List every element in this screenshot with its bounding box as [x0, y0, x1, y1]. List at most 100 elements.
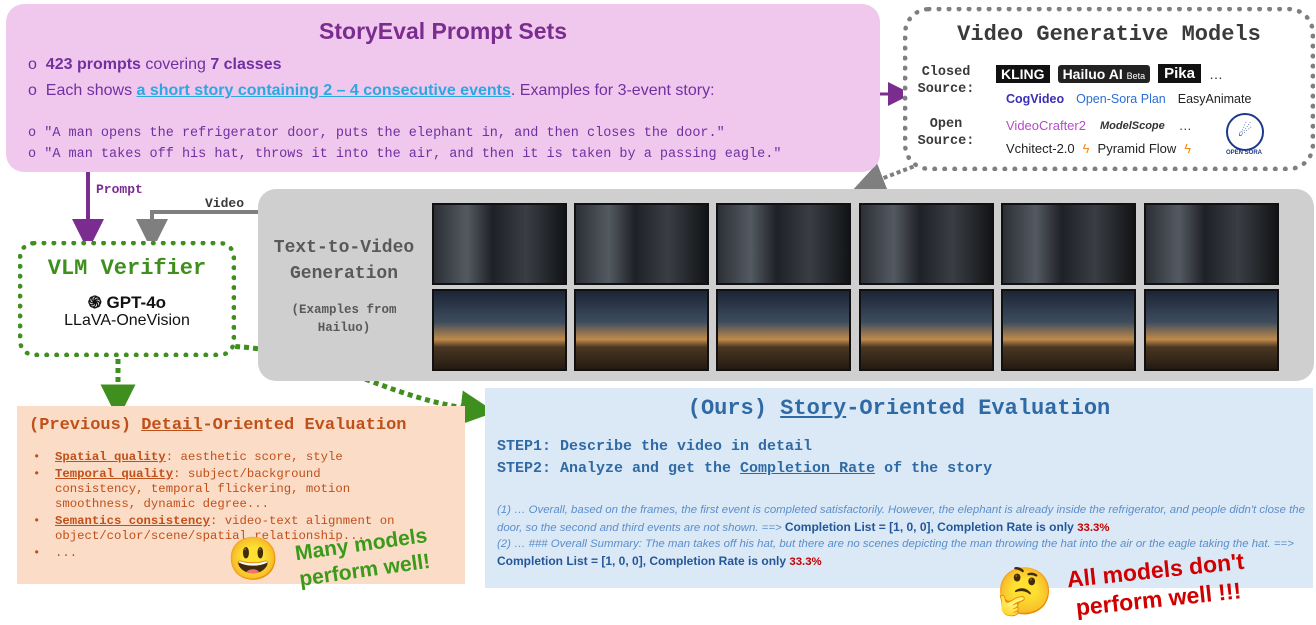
- previous-evaluation-panel: (Previous) Detail-Oriented Evaluation •S…: [17, 406, 465, 591]
- previous-criteria-list: •Spatial quality: aesthetic score, style…: [33, 450, 405, 561]
- hailuo-beta-label: Beta: [1126, 70, 1146, 81]
- open-sora-icon: ☄: [1226, 113, 1264, 151]
- prompt-arrow-label: Prompt: [96, 182, 143, 197]
- completion-rate-2: 33.3%: [789, 556, 822, 568]
- bullet-glyph: o: [28, 82, 37, 99]
- smiley-emoji-icon: 😃: [227, 535, 280, 582]
- previous-title-pre: (Previous): [29, 416, 142, 435]
- hailuo-logo: Hailuo AI Beta: [1057, 64, 1151, 83]
- fridge-frame-6: [1144, 203, 1279, 285]
- more-open-models: …: [1178, 118, 1192, 133]
- completion-rate-1: 33.3%: [1077, 522, 1110, 534]
- video-arrow: [136, 210, 258, 251]
- prompt-bullet-2-post: . Examples for 3-event story:: [510, 82, 715, 99]
- video-models-panel: Video Generative Models Closed Source: O…: [903, 7, 1315, 171]
- criterion-label: Temporal quality: [55, 467, 174, 481]
- example-analysis-1-text: (1) … Overall, based on the frames, the …: [497, 504, 1305, 534]
- short-story-link: a short story: [136, 82, 234, 99]
- t2v-subtitle: (Examples from Hailuo): [291, 303, 397, 335]
- eagle-frame-6: [1144, 289, 1279, 371]
- criterion-text: : aesthetic score, style: [165, 450, 343, 464]
- prompt-bullet-1: o 423 prompts covering 7 classes: [28, 56, 282, 74]
- prompt-bullet-2-pre: Each shows: [45, 82, 137, 99]
- open-sora-label: OPEN SORA: [1225, 150, 1262, 156]
- ours-evaluation-title: (Ours) Story-Oriented Evaluation: [485, 396, 1313, 421]
- cogvideo-logo: CogVideo: [1006, 92, 1065, 106]
- flame-icon: ϟ: [1184, 141, 1192, 156]
- fridge-frame-1: [432, 203, 567, 285]
- open-sora-plan-logo: Open-Sora Plan: [1076, 92, 1166, 106]
- ours-title-post: -Oriented Evaluation: [846, 396, 1111, 421]
- example-analysis-2: (2) … ### Overall Summary: The man takes…: [497, 536, 1305, 571]
- prompt-bullet-2: o Each shows a short story containing 2 …: [28, 82, 715, 100]
- closed-models-row-2: CogVideo Open-Sora Plan EasyAnimate: [1006, 92, 1251, 106]
- step-2-completion-rate: Completion Rate: [740, 460, 876, 477]
- thinking-emoji-icon: 🤔: [996, 565, 1054, 617]
- gpt4o-row: ֍ GPT-4o: [23, 290, 231, 313]
- criterion-label: Spatial quality: [55, 450, 166, 464]
- example-prompt-2-text: "A man takes off his hat, throws it into…: [44, 147, 782, 162]
- previous-evaluation-title: (Previous) Detail-Oriented Evaluation: [29, 416, 406, 435]
- bullet-glyph: o: [28, 147, 37, 162]
- kling-logo: KLING: [996, 64, 1050, 83]
- more-closed-models: …: [1208, 65, 1223, 82]
- eagle-frame-2: [574, 289, 709, 371]
- step-2-post: of the story: [875, 460, 993, 477]
- open-models-row-1: VideoCrafter2 ModelScope …: [1006, 118, 1192, 133]
- prompt-sets-panel: StoryEval Prompt Sets o 423 prompts cove…: [6, 4, 880, 172]
- prompt-bullet-1-text: covering: [140, 56, 211, 73]
- class-count: 7 classes: [210, 56, 282, 73]
- hailuo-label: Hailuo AI: [1062, 65, 1123, 82]
- pika-logo: Pika: [1158, 64, 1201, 83]
- fridge-frame-4: [859, 203, 994, 285]
- prompt-sets-title: StoryEval Prompt Sets: [319, 18, 567, 44]
- prompt-count: 423 prompts: [45, 56, 141, 73]
- video-arrow-label: Video: [205, 196, 244, 211]
- list-item: •Semantics consistency: video-text align…: [33, 514, 395, 543]
- ours-evaluation-panel: (Ours) Story-Oriented Evaluation STEP1: …: [485, 388, 1313, 588]
- previous-title-post: -Oriented Evaluation: [202, 416, 407, 435]
- list-item: •...: [33, 546, 78, 560]
- criterion-label: Semantics consistency: [55, 514, 210, 528]
- closed-models-row-1: KLING Hailuo AI Beta Pika …: [996, 64, 1223, 83]
- fridge-frame-5: [1001, 203, 1136, 285]
- video-models-title: Video Generative Models: [957, 22, 1261, 47]
- pyramid-flow-logo: Pyramid Flow: [1097, 141, 1177, 156]
- eagle-frame-4: [859, 289, 994, 371]
- list-item: •Spatial quality: aesthetic score, style: [33, 450, 343, 464]
- vlm-title: VLM Verifier: [47, 256, 207, 281]
- step-2-pre: STEP2: Analyze and get the: [497, 460, 741, 477]
- completion-list-1: Completion List = [1, 0, 0], Completion …: [784, 520, 1078, 534]
- t2v-title: Text-to-Video Generation: [273, 238, 415, 284]
- example-prompt-1-text: "A man opens the refrigerator door, puts…: [44, 126, 725, 141]
- example-analysis-2-text: (2) … ### Overall Summary: The man takes…: [497, 538, 1294, 550]
- videocrafter2-logo: VideoCrafter2: [1006, 118, 1086, 133]
- models-to-t2v-arrow: [853, 162, 921, 194]
- eagle-frame-5: [1001, 289, 1136, 371]
- criterion-text: ...: [55, 546, 78, 560]
- ours-title-story: Story: [780, 396, 847, 421]
- llava-label: LLaVA-OneVision: [64, 312, 190, 329]
- openai-icon: ֍: [87, 293, 102, 312]
- fridge-frame-2: [574, 203, 709, 285]
- open-source-label: Open Source:: [917, 117, 975, 149]
- completion-list-2: Completion List = [1, 0, 0], Completion …: [497, 554, 790, 568]
- step-2: STEP2: Analyze and get the Completion Ra…: [497, 460, 992, 477]
- fridge-frame-3: [716, 203, 851, 285]
- criterion-text: : subject/background consistency, tempor…: [55, 467, 351, 511]
- text-to-video-panel: Text-to-Video Generation (Examples from …: [258, 189, 1314, 381]
- example-prompt-1: o "A man opens the refrigerator door, pu…: [28, 126, 725, 141]
- event-count-link: 2 – 4 consecutive events: [323, 82, 511, 99]
- modelscope-logo: ModelScope: [1099, 119, 1165, 132]
- vchitect-logo: Vchitect-2.0: [1006, 141, 1075, 156]
- bullet-glyph: o: [28, 56, 37, 73]
- example-analysis-1: (1) … Overall, based on the frames, the …: [497, 502, 1305, 537]
- list-item: •Temporal quality: subject/background co…: [33, 467, 351, 511]
- short-story-link-mid: containing: [233, 82, 324, 99]
- example-prompt-2: o "A man takes off his hat, throws it in…: [28, 147, 781, 162]
- eagle-frame-3: [716, 289, 851, 371]
- vlm-verifier-panel: VLM Verifier ֍ GPT-4o LLaVA-OneVision: [18, 241, 236, 357]
- criterion-text: : video-text alignment on object/color/s…: [55, 514, 395, 543]
- eagle-frame-1: [432, 289, 567, 371]
- previous-title-detail: Detail: [141, 416, 203, 435]
